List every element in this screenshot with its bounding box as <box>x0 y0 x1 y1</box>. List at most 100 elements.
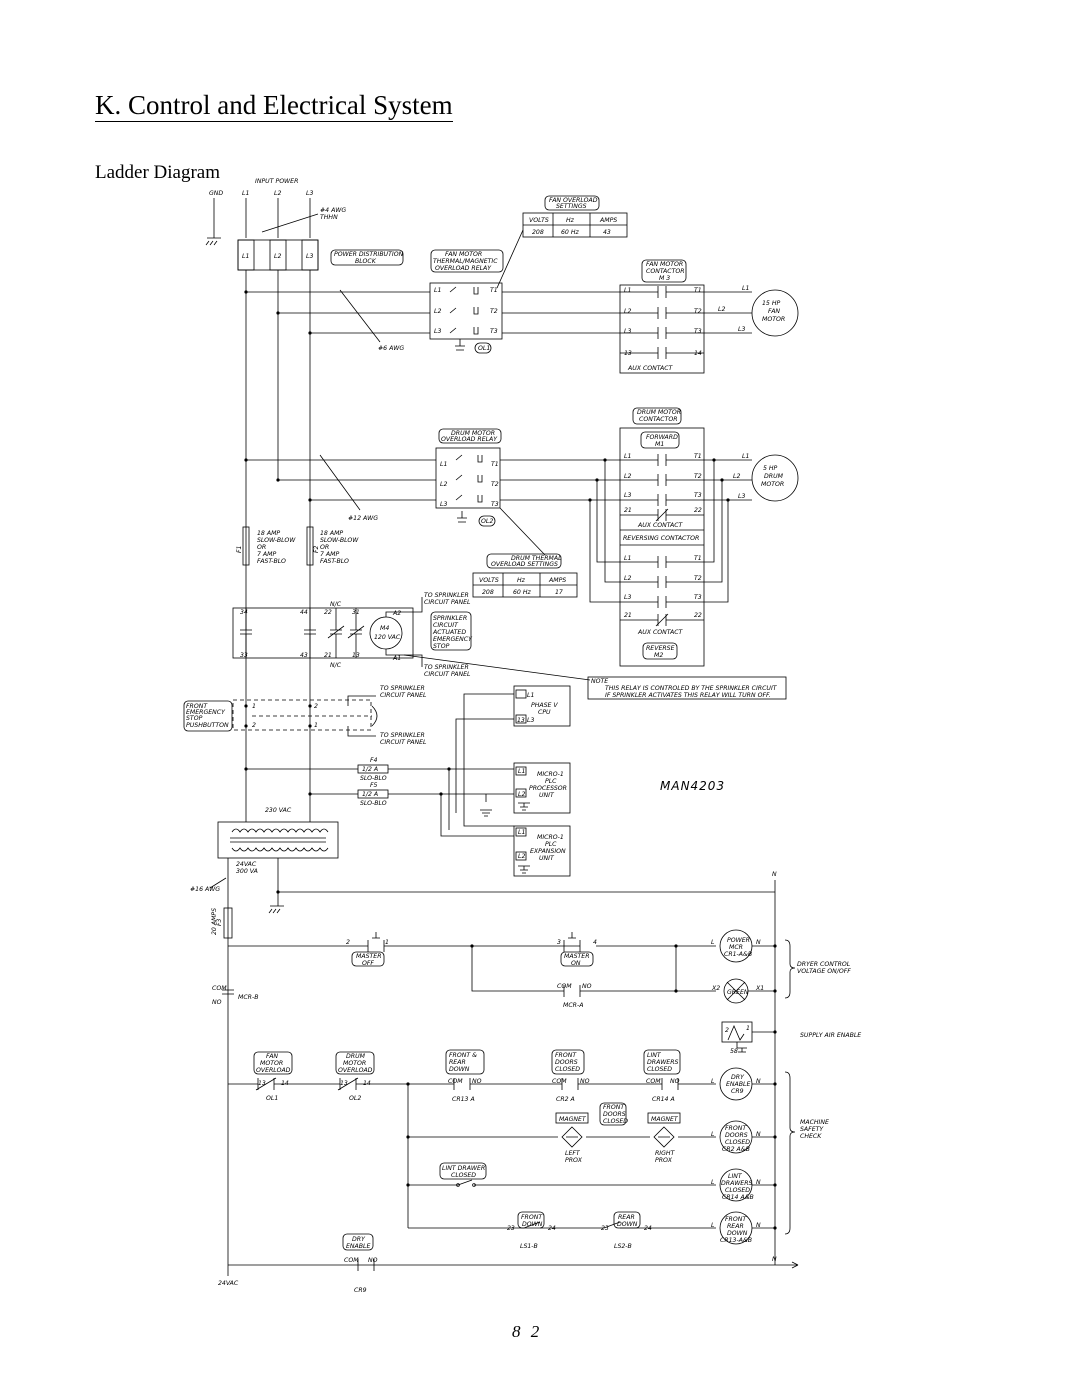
svg-text:DOORS: DOORS <box>725 1132 748 1139</box>
svg-text:NO: NO <box>582 983 592 990</box>
svg-text:L1: L1 <box>624 287 631 294</box>
svg-text:DRUM: DRUM <box>764 473 784 480</box>
svg-text:OVERLOAD RELAY: OVERLOAD RELAY <box>435 265 492 272</box>
svg-text:UNIT: UNIT <box>539 855 555 862</box>
svg-text:CLOSED: CLOSED <box>603 1118 628 1125</box>
svg-text:13: 13 <box>340 1080 348 1087</box>
svg-text:THERMAL/MAGNETIC: THERMAL/MAGNETIC <box>433 258 498 265</box>
svg-text:DRAWERS: DRAWERS <box>721 1180 753 1187</box>
svg-text:REAR: REAR <box>618 1214 635 1221</box>
svg-text:F5: F5 <box>370 782 378 789</box>
svg-text:Hz: Hz <box>566 217 575 224</box>
svg-text:CLOSED: CLOSED <box>555 1066 580 1073</box>
svg-text:T1: T1 <box>694 287 702 294</box>
svg-text:14: 14 <box>694 350 702 357</box>
svg-text:22: 22 <box>694 612 702 619</box>
svg-text:LINT: LINT <box>728 1173 743 1180</box>
svg-text:CPU: CPU <box>538 709 551 716</box>
svg-text:N/C: N/C <box>330 662 342 669</box>
svg-text:F3: F3 <box>216 918 223 926</box>
svg-text:7 AMP: 7 AMP <box>257 551 276 558</box>
svg-text:VOLTAGE ON/OFF: VOLTAGE ON/OFF <box>797 968 851 975</box>
svg-text:CLOSED: CLOSED <box>647 1066 672 1073</box>
svg-text:COM: COM <box>552 1078 567 1085</box>
svg-text:120 VAC: 120 VAC <box>374 634 401 641</box>
svg-text:M1: M1 <box>655 441 664 448</box>
svg-text:M 3: M 3 <box>659 275 670 282</box>
svg-text:MOTOR: MOTOR <box>260 1060 283 1067</box>
svg-text:LINT DRAWER: LINT DRAWER <box>442 1165 485 1172</box>
svg-text:BLOCK: BLOCK <box>355 258 377 265</box>
svg-text:1: 1 <box>385 939 389 946</box>
svg-text:DRYER CONTROL: DRYER CONTROL <box>797 961 851 968</box>
svg-text:VOLTS: VOLTS <box>529 217 549 224</box>
svg-text:CHECK: CHECK <box>800 1133 822 1140</box>
svg-text:CR14 A&B: CR14 A&B <box>722 1194 754 1201</box>
svg-text:MAN4203: MAN4203 <box>660 779 725 793</box>
svg-text:ENABLE: ENABLE <box>346 1243 370 1250</box>
svg-text:FRONT: FRONT <box>521 1214 543 1221</box>
svg-text:L3: L3 <box>306 253 313 260</box>
svg-text:CONTACTOR: CONTACTOR <box>639 416 678 423</box>
svg-text:FAN: FAN <box>266 1053 278 1060</box>
svg-text:CIRCUIT PANEL: CIRCUIT PANEL <box>380 692 427 699</box>
svg-text:GREEN: GREEN <box>727 989 749 996</box>
svg-text:FRONT: FRONT <box>725 1125 747 1132</box>
svg-text:MOTOR: MOTOR <box>762 316 785 323</box>
svg-text:L1: L1 <box>624 555 631 562</box>
svg-text:58: 58 <box>730 1048 738 1055</box>
svg-text:OL2: OL2 <box>349 1095 361 1102</box>
svg-text:MICRO-1: MICRO-1 <box>537 834 564 841</box>
svg-text:N: N <box>756 939 761 946</box>
svg-text:MOTOR: MOTOR <box>761 481 784 488</box>
svg-text:UNIT: UNIT <box>539 792 555 799</box>
svg-text:STOP: STOP <box>433 643 450 650</box>
svg-text:OVERLOAD SETTINGS: OVERLOAD SETTINGS <box>491 561 558 568</box>
svg-text:1: 1 <box>314 722 318 729</box>
svg-text:L2: L2 <box>274 253 281 260</box>
svg-text:AUX CONTACT: AUX CONTACT <box>637 522 684 529</box>
svg-text:COM: COM <box>557 983 572 990</box>
svg-text:230 VAC: 230 VAC <box>265 807 292 814</box>
svg-text:T3: T3 <box>694 492 702 499</box>
svg-text:F2: F2 <box>313 545 320 553</box>
svg-text:CLOSED: CLOSED <box>451 1172 476 1179</box>
svg-text:#6 AWG: #6 AWG <box>378 345 404 352</box>
svg-text:24VAC: 24VAC <box>218 1280 239 1287</box>
svg-text:N: N <box>756 1131 761 1138</box>
svg-text:CR14 A: CR14 A <box>652 1096 675 1103</box>
svg-text:TO SPRINKLER: TO SPRINKLER <box>380 685 425 692</box>
svg-text:L: L <box>711 1179 715 1186</box>
svg-text:VOLTS: VOLTS <box>479 577 499 584</box>
svg-text:1: 1 <box>252 703 256 710</box>
svg-text:PROX: PROX <box>565 1157 583 1164</box>
svg-text:N: N <box>756 1222 761 1229</box>
section-title: Ladder Diagram <box>95 162 221 183</box>
svg-text:1/2 A: 1/2 A <box>362 766 378 773</box>
svg-text:T2: T2 <box>694 575 702 582</box>
svg-text:THHN: THHN <box>320 214 338 221</box>
svg-text:N/C: N/C <box>330 601 342 608</box>
svg-text:L3: L3 <box>738 326 745 333</box>
svg-text:DOWN: DOWN <box>449 1066 470 1073</box>
svg-text:L2: L2 <box>624 308 631 315</box>
svg-text:FORWARD: FORWARD <box>646 434 678 441</box>
svg-text:EMERGENCY: EMERGENCY <box>186 709 226 716</box>
svg-text:L3: L3 <box>624 328 631 335</box>
svg-text:T1: T1 <box>694 453 702 460</box>
svg-text:M4: M4 <box>380 625 389 632</box>
page-title: K. Control and Electrical System <box>95 90 453 122</box>
svg-text:2: 2 <box>314 703 318 710</box>
svg-text:1/2 A: 1/2 A <box>362 791 378 798</box>
svg-text:5 HP: 5 HP <box>763 465 778 472</box>
svg-text:SUPPLY AIR ENABLE: SUPPLY AIR ENABLE <box>800 1032 861 1039</box>
svg-text:MASTER: MASTER <box>564 953 590 960</box>
svg-text:CR13 A: CR13 A <box>452 1096 475 1103</box>
svg-text:IF SPRINKLER ACTIVATES THIS RE: IF SPRINKLER ACTIVATES THIS RELAY WILL T… <box>605 692 771 699</box>
svg-text:FAST-BLO: FAST-BLO <box>257 558 286 565</box>
svg-text:13: 13 <box>258 1080 266 1087</box>
svg-text:L1: L1 <box>242 253 249 260</box>
svg-text:N: N <box>772 1256 777 1263</box>
svg-text:CIRCUIT PANEL: CIRCUIT PANEL <box>380 739 427 746</box>
svg-text:REAR: REAR <box>727 1223 744 1230</box>
